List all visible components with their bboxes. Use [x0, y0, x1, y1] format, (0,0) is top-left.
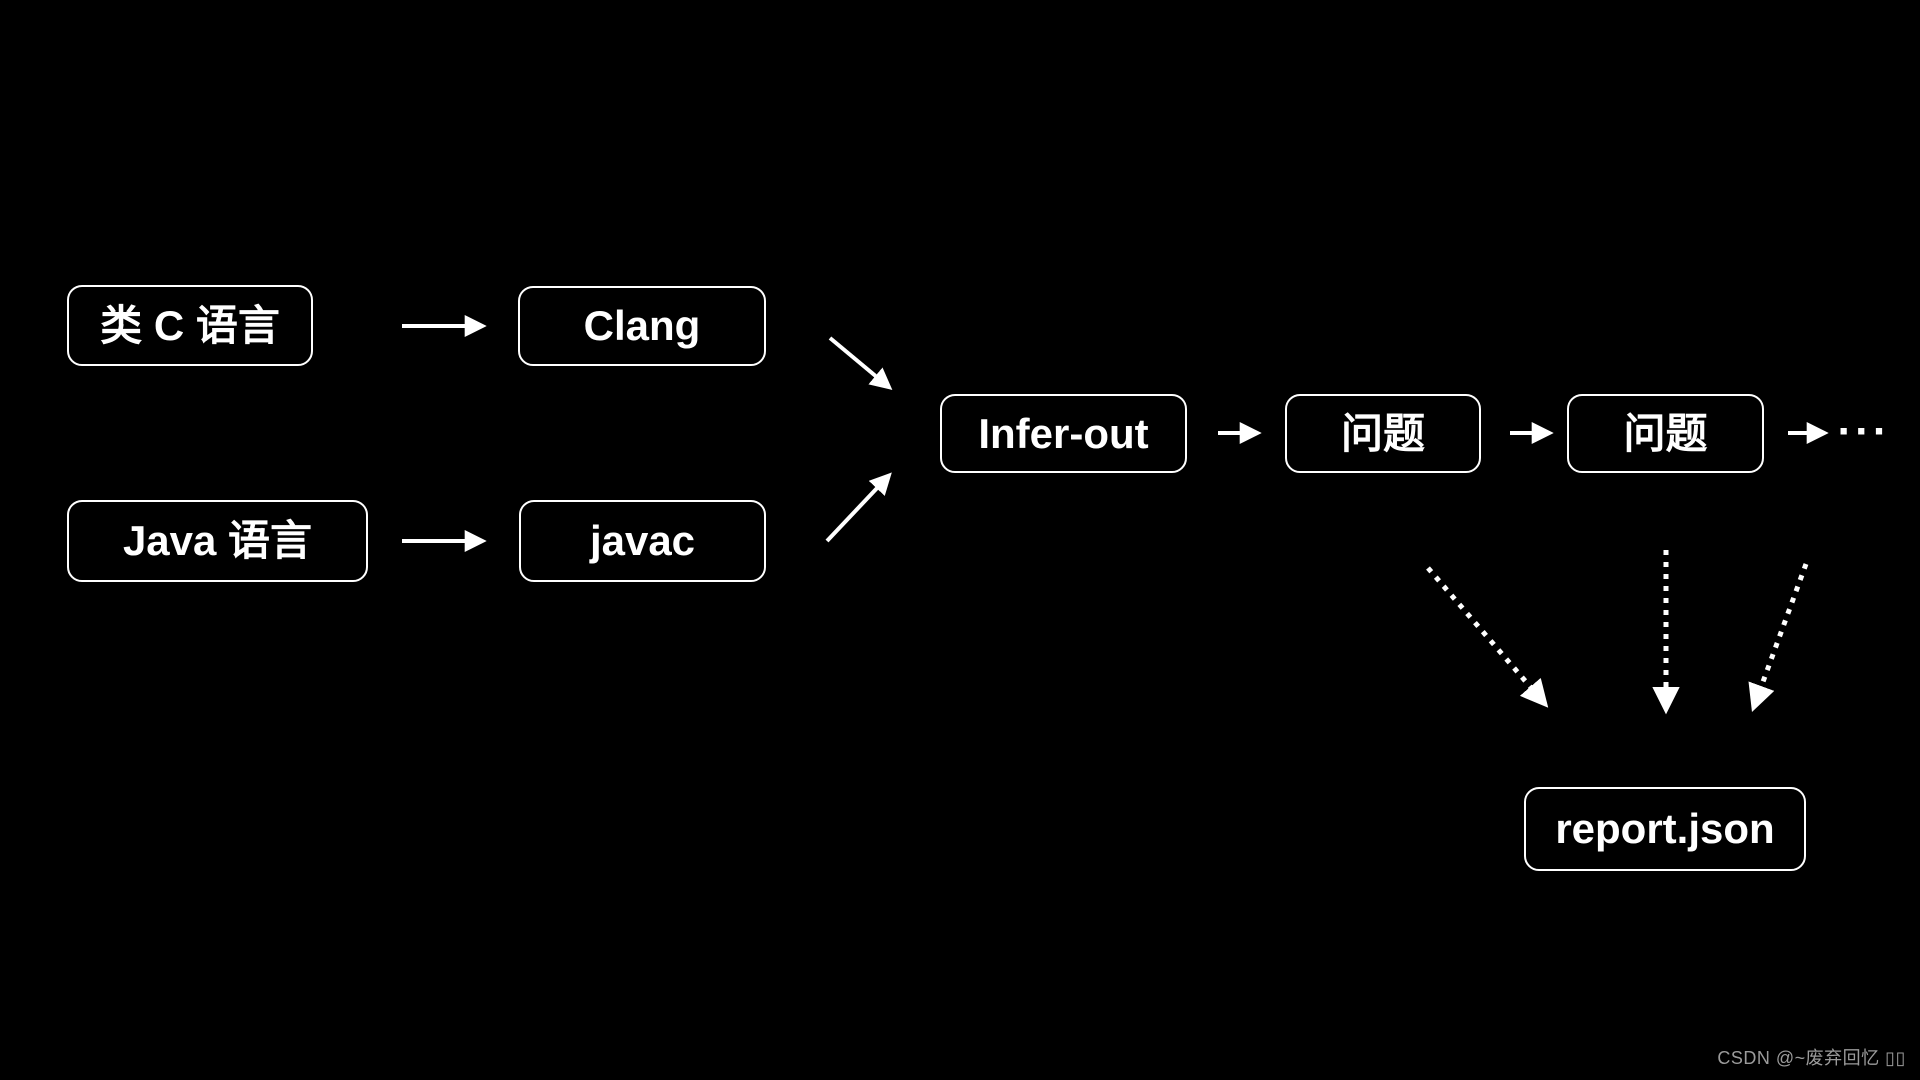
node-issue-2-label: 问题 [1623, 409, 1708, 457]
arrow-clang-to-infer-out [828, 336, 893, 390]
node-infer-out: Infer-out [940, 394, 1187, 473]
node-report-json: report.json [1524, 787, 1806, 871]
node-infer-out-label: Infer-out [978, 409, 1149, 457]
node-javac-label: javac [589, 517, 696, 564]
node-issue-1-label: 问题 [1340, 409, 1425, 457]
node-c-like-language-label: 类 C 语言 [100, 301, 280, 349]
node-java-language: Java 语言 [67, 500, 368, 582]
node-c-like-language: 类 C 语言 [67, 285, 313, 366]
arrow-issue-1-to-report [1426, 566, 1549, 708]
node-clang: Clang [518, 286, 766, 366]
csdn-watermark: CSDN @~废弃回忆 ▯▯ [1717, 1048, 1906, 1068]
node-java-language-label: Java 语言 [122, 517, 313, 564]
node-javac: javac [519, 500, 766, 582]
node-issue-1: 问题 [1285, 394, 1481, 473]
node-issue-2: 问题 [1567, 394, 1764, 473]
node-clang-label: Clang [583, 302, 701, 349]
continuation-ellipsis: ··· [1837, 407, 1891, 456]
arrow-javac-to-infer-out [825, 472, 892, 543]
node-report-json-label: report.json [1555, 805, 1775, 852]
arrow-ellipsis-to-report [1748, 563, 1809, 712]
